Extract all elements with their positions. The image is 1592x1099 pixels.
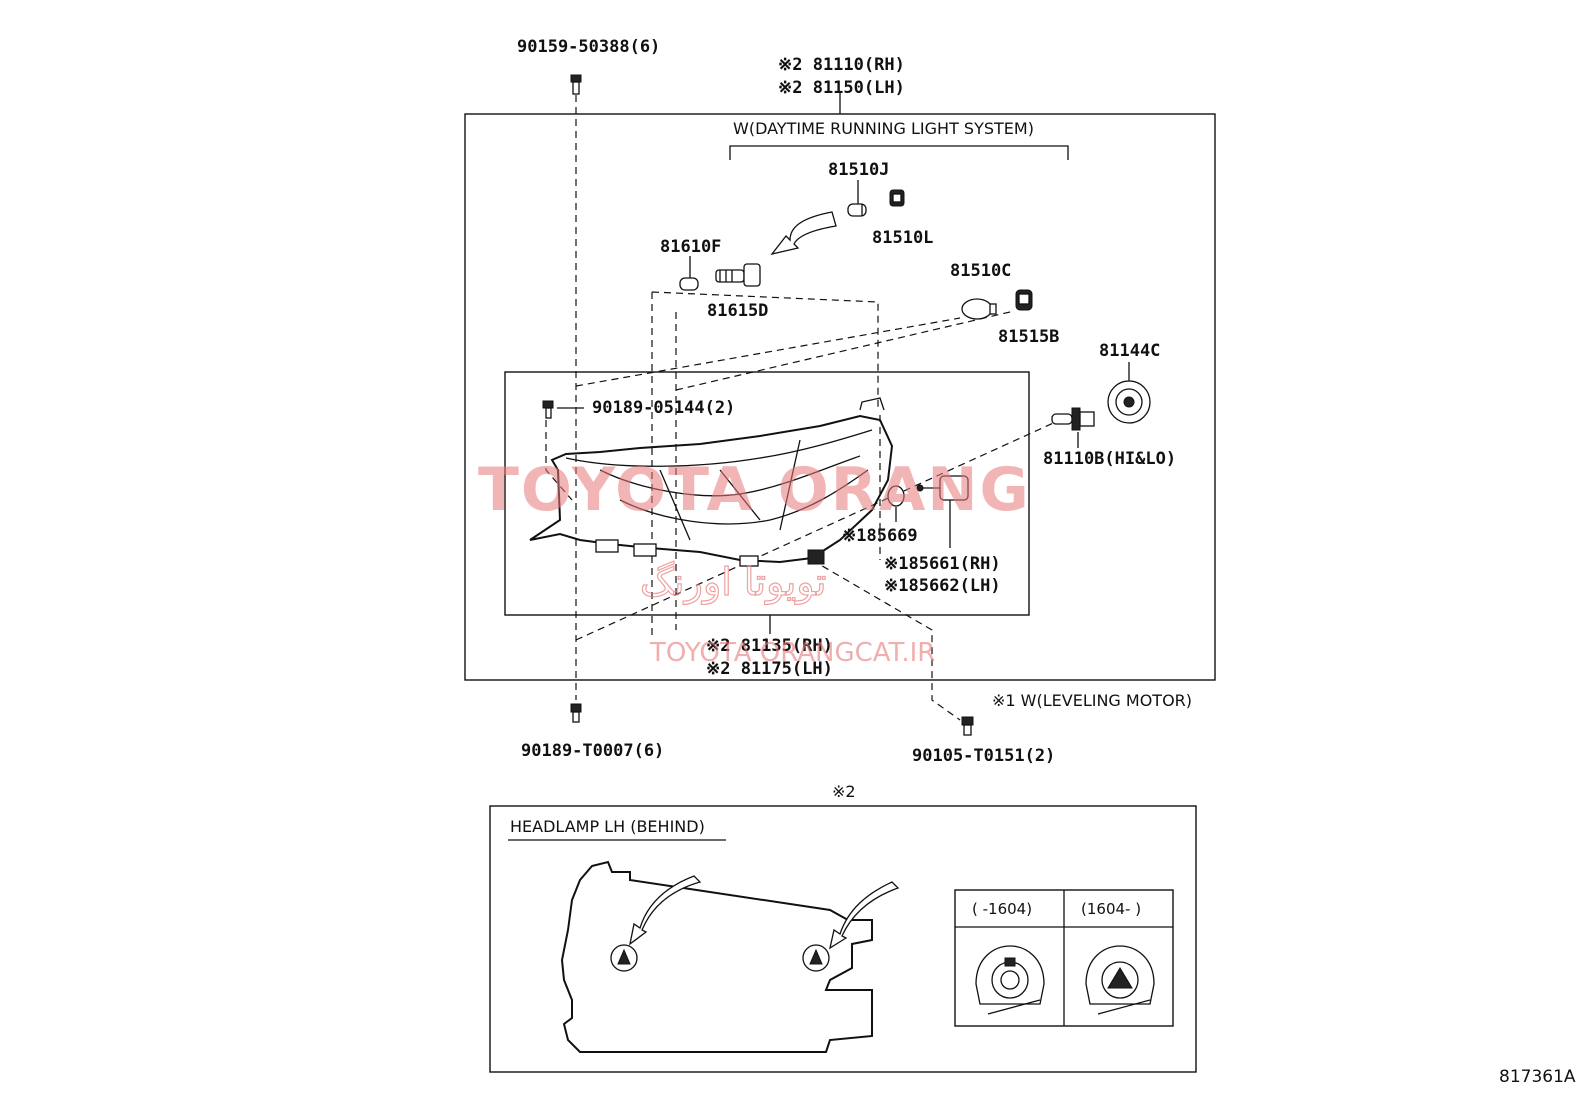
headlamp-rear-icon (560, 860, 900, 1053)
screw-90159-icon (570, 74, 582, 95)
bulb-dash-diag1 (575, 317, 961, 387)
label-85661: ※185661(RH) (884, 554, 1001, 574)
watermark-persian: تویوتا اورنگ (640, 560, 827, 605)
bulb-81610f-icon (679, 277, 699, 291)
screw-small-dash (545, 420, 573, 501)
socket-81510l-icon (889, 189, 905, 207)
headlamp-housing-icon (529, 397, 894, 567)
label-81510c: 81510C (950, 261, 1011, 281)
bulb-dash-diag2 (675, 311, 1011, 391)
drl-bracket (729, 145, 1069, 160)
socket-before-1604-icon (975, 945, 1045, 1015)
inset-title: HEADLAMP LH (BEHIND) (510, 817, 705, 836)
bulb-81510c-icon (961, 298, 997, 320)
label-81110-rh: ※2 81110(RH) (778, 55, 905, 75)
bulb-81510j-icon (847, 203, 867, 217)
watermark-url: TOYOTA ORANGCAT.IR (649, 638, 935, 668)
label-81110b: 81110B(HI&LO) (1043, 449, 1176, 469)
socket-after-1604-icon (1085, 945, 1155, 1015)
label-81615d: 81615D (707, 301, 768, 321)
direction-arrow-icon (770, 211, 837, 256)
label-drl-note: W(DAYTIME RUNNING LIGHT SYSTEM) (733, 119, 1034, 138)
diagram-code: 817361A (1499, 1067, 1576, 1087)
bulb-dash-frame (651, 291, 879, 410)
socket-81615d-icon (715, 263, 761, 287)
label-85669: ※185669 (842, 526, 918, 546)
label-90159: 90159-50388(6) (517, 37, 660, 57)
label-81610f: 81610F (660, 237, 721, 257)
headlamp-assembly-box (464, 113, 1216, 681)
label-90189-t0007: 90189-T0007(6) (521, 741, 664, 761)
label-81510j: 81510J (828, 160, 889, 180)
inset-box (489, 805, 1197, 1073)
label-90105-t0151: 90105-T0151(2) (912, 746, 1055, 766)
screw-90189-05144-icon (542, 400, 554, 419)
label-leveling-note: ※1 W(LEVELING MOTOR) (992, 691, 1192, 710)
label-81144c: 81144C (1099, 341, 1160, 361)
label-90189-05144: 90189-05144(2) (592, 398, 735, 418)
motor-dash-line (811, 559, 961, 721)
bulb-dash-diag3 (575, 419, 1061, 641)
screw-90105-t0151-icon (961, 716, 974, 736)
label-81135: ※2 81135(RH) (706, 636, 833, 656)
label-81515b: 81515B (998, 327, 1059, 347)
socket-81515b-icon (1015, 289, 1033, 311)
label-85662: ※185662(LH) (884, 576, 1001, 596)
table-col-before: ( -1604) (972, 900, 1032, 918)
oring-85669-icon (887, 485, 905, 507)
watermark-text: TOYOTA ORANG (478, 455, 1031, 525)
label-81150-lh: ※2 81150(LH) (778, 78, 905, 98)
leveling-motor-icon (916, 475, 969, 501)
table-col-after: (1604- ) (1081, 900, 1141, 918)
inset-marker: ※2 (832, 782, 856, 801)
bulb-81110b-icon (1051, 407, 1095, 431)
screw-90189-t0007-icon (570, 703, 582, 723)
socket-comparison-table (954, 889, 1174, 1027)
label-81510l: 81510L (872, 228, 933, 248)
cap-81144c-icon (1107, 380, 1151, 424)
label-81175: ※2 81175(LH) (706, 659, 833, 679)
housing-sub-box (504, 371, 1030, 616)
